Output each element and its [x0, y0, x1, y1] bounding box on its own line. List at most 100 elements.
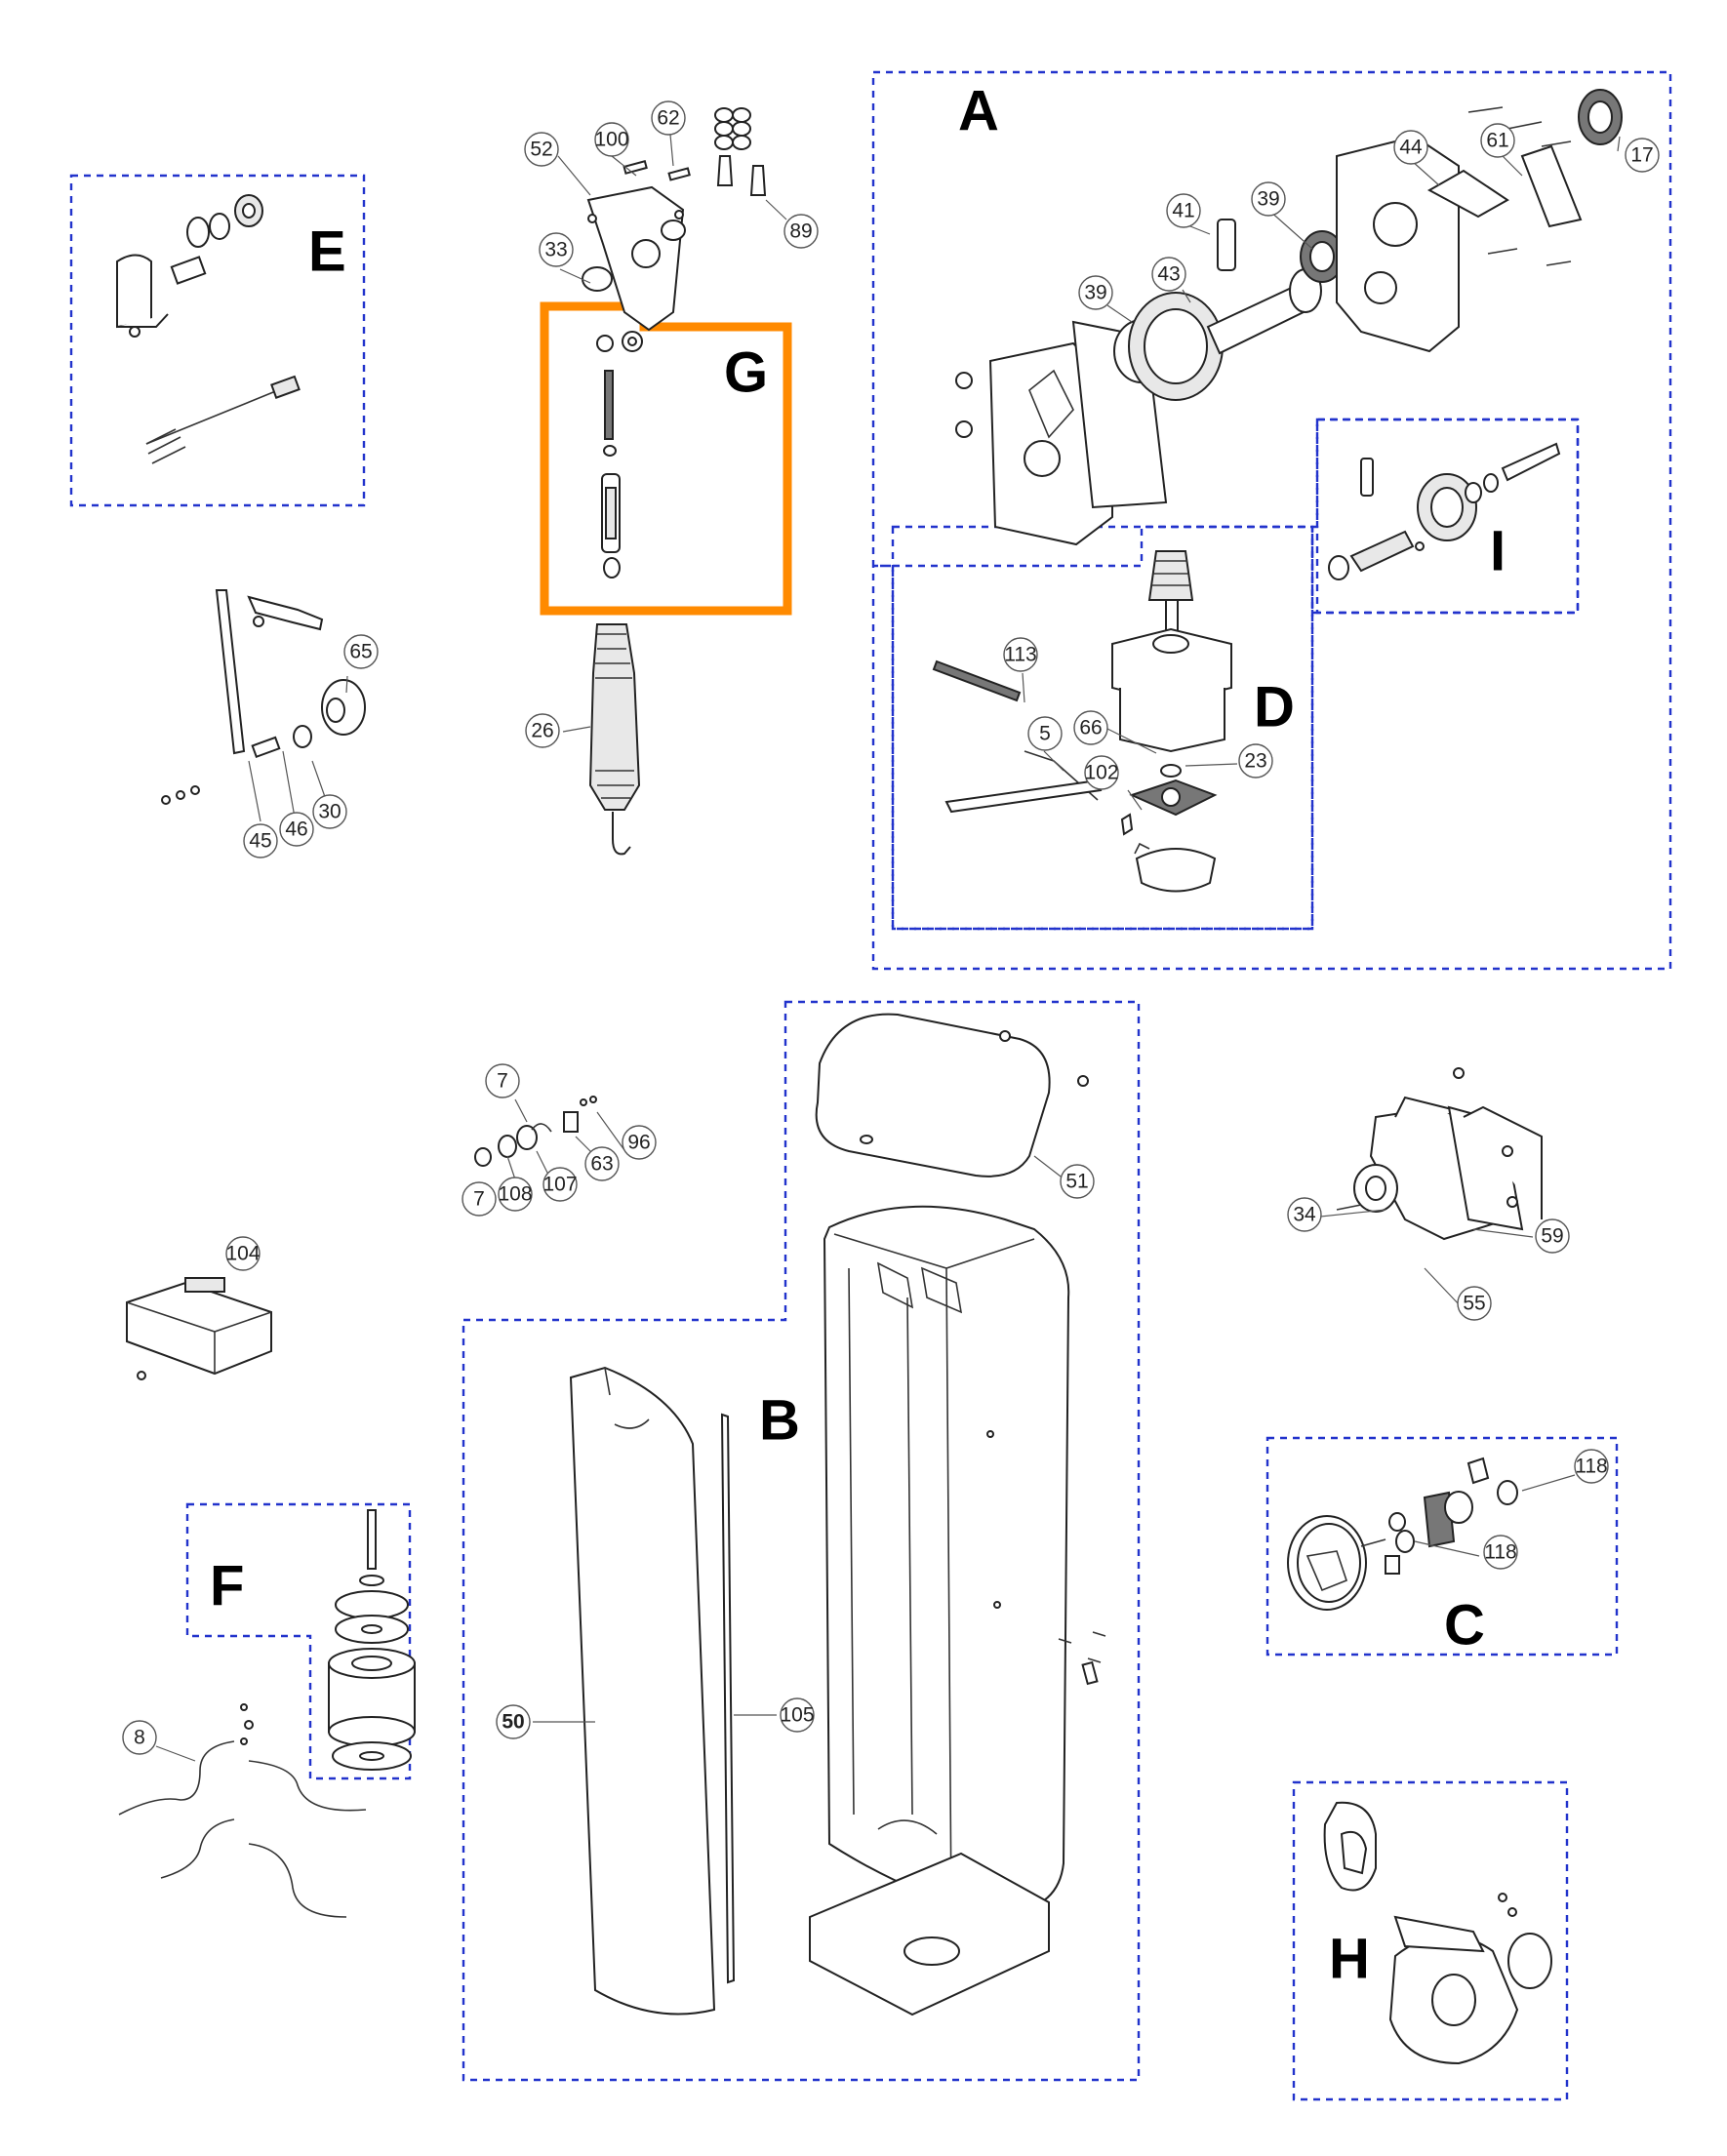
- cables-8: [118, 1703, 367, 1918]
- group-d-motor-parts: [932, 550, 1232, 893]
- svg-text:105: 105: [780, 1704, 814, 1727]
- callout-39-lower: 39: [1078, 275, 1113, 310]
- svg-text:51: 51: [1065, 1171, 1088, 1193]
- svg-text:33: 33: [544, 239, 567, 261]
- callout-46: 46: [279, 812, 314, 847]
- svg-text:30: 30: [318, 801, 341, 823]
- callout-8: 8: [122, 1720, 157, 1755]
- group-b-housing-parts: [569, 1013, 1106, 2016]
- group-a-gearbox-parts: [955, 89, 1623, 546]
- gas-spring-26: [588, 623, 641, 856]
- group-letter-e: E: [308, 220, 346, 284]
- callouts: 52 100 62 89 33 26 41 39 44 61 17 39 43 …: [122, 100, 1660, 1755]
- callout-108: 108: [498, 1177, 533, 1212]
- group-letter-b: B: [759, 1389, 800, 1453]
- callout-51: 51: [1060, 1164, 1095, 1199]
- callout-23: 23: [1238, 743, 1273, 779]
- group-letter-f: F: [210, 1555, 244, 1618]
- svg-text:34: 34: [1293, 1204, 1316, 1226]
- callout-104: 104: [225, 1236, 261, 1271]
- group-letter-d: D: [1254, 676, 1295, 739]
- svg-text:23: 23: [1244, 750, 1266, 773]
- callout-52: 52: [524, 132, 559, 167]
- svg-text:65: 65: [349, 641, 372, 663]
- group-letter-g: G: [724, 341, 768, 405]
- svg-text:59: 59: [1541, 1225, 1563, 1248]
- callout-34: 34: [1287, 1197, 1322, 1232]
- callout-65: 65: [343, 634, 379, 669]
- group-f-parts: [328, 1509, 416, 1771]
- svg-text:45: 45: [249, 830, 271, 853]
- group-box-h: [1292, 1780, 1569, 2101]
- group-box-f: [185, 1502, 412, 1780]
- svg-text:50: 50: [502, 1711, 524, 1734]
- group-box-b: [462, 1000, 1141, 2082]
- svg-text:113: 113: [1004, 644, 1036, 666]
- small-fasteners-parts: [474, 1096, 597, 1167]
- group-letter-a: A: [958, 80, 999, 143]
- svg-text:107: 107: [542, 1174, 577, 1196]
- callout-113: 113: [1003, 637, 1038, 672]
- svg-text:26: 26: [531, 720, 553, 742]
- svg-text:7: 7: [473, 1188, 485, 1211]
- svg-text:43: 43: [1157, 263, 1180, 286]
- group-i-parts: [1328, 442, 1561, 580]
- callout-45: 45: [243, 823, 278, 858]
- callout-63: 63: [584, 1146, 620, 1181]
- svg-text:61: 61: [1486, 130, 1508, 152]
- svg-text:41: 41: [1172, 200, 1194, 222]
- svg-text:5: 5: [1039, 723, 1051, 745]
- control-board-104: [126, 1277, 272, 1380]
- svg-text:66: 66: [1079, 717, 1102, 739]
- svg-text:39: 39: [1257, 188, 1279, 211]
- callout-62: 62: [651, 100, 686, 136]
- group-c-handwheel-parts: [1287, 1457, 1518, 1611]
- svg-text:8: 8: [134, 1727, 145, 1749]
- group-g-parts: [582, 160, 691, 856]
- group-box-c: [1265, 1436, 1619, 1657]
- group-letter-h: H: [1329, 1928, 1370, 1991]
- svg-text:39: 39: [1084, 282, 1106, 304]
- group-letter-i: I: [1490, 520, 1506, 583]
- side-panel-50: [569, 1366, 716, 2016]
- valve-parts-89: [714, 107, 767, 196]
- bracket-assembly-parts: [1336, 1067, 1543, 1241]
- group-letter-c: C: [1444, 1594, 1485, 1657]
- main-gear-43: [1128, 268, 1322, 401]
- callout-96: 96: [622, 1125, 657, 1160]
- group-boxes: [69, 70, 1672, 2101]
- svg-text:102: 102: [1084, 762, 1118, 784]
- group-e-parts: [116, 194, 301, 464]
- callout-100: 100: [594, 122, 629, 157]
- svg-text:118: 118: [1484, 1541, 1516, 1564]
- group-box-d: [891, 525, 1314, 931]
- group-h-cover-parts: [1323, 1801, 1552, 2065]
- svg-text:7: 7: [497, 1070, 508, 1093]
- callout-43: 43: [1151, 257, 1186, 292]
- callout-59: 59: [1535, 1218, 1570, 1254]
- svg-text:104: 104: [225, 1243, 260, 1265]
- callout-102: 102: [1084, 755, 1119, 790]
- callout-66: 66: [1073, 710, 1108, 745]
- callout-17: 17: [1625, 138, 1660, 173]
- svg-text:62: 62: [657, 107, 679, 130]
- callout-41: 41: [1166, 193, 1201, 228]
- callout-30: 30: [312, 794, 347, 829]
- callout-61: 61: [1480, 123, 1515, 158]
- group-box-i: [1315, 418, 1580, 615]
- turnbuckle-spring: [596, 331, 643, 579]
- callout-89: 89: [783, 214, 819, 249]
- svg-text:63: 63: [590, 1153, 613, 1176]
- callout-5: 5: [1027, 716, 1063, 751]
- svg-text:89: 89: [789, 220, 812, 243]
- callout-33: 33: [539, 232, 574, 267]
- top-cover-51: [815, 1013, 1051, 1178]
- group-box-a: [871, 70, 1672, 971]
- svg-text:17: 17: [1630, 144, 1653, 167]
- callout-39-upper: 39: [1251, 181, 1286, 217]
- svg-text:46: 46: [285, 818, 307, 841]
- callout-7-top: 7: [485, 1063, 520, 1098]
- svg-text:55: 55: [1463, 1293, 1485, 1315]
- callout-118-bottom: 118: [1483, 1535, 1518, 1570]
